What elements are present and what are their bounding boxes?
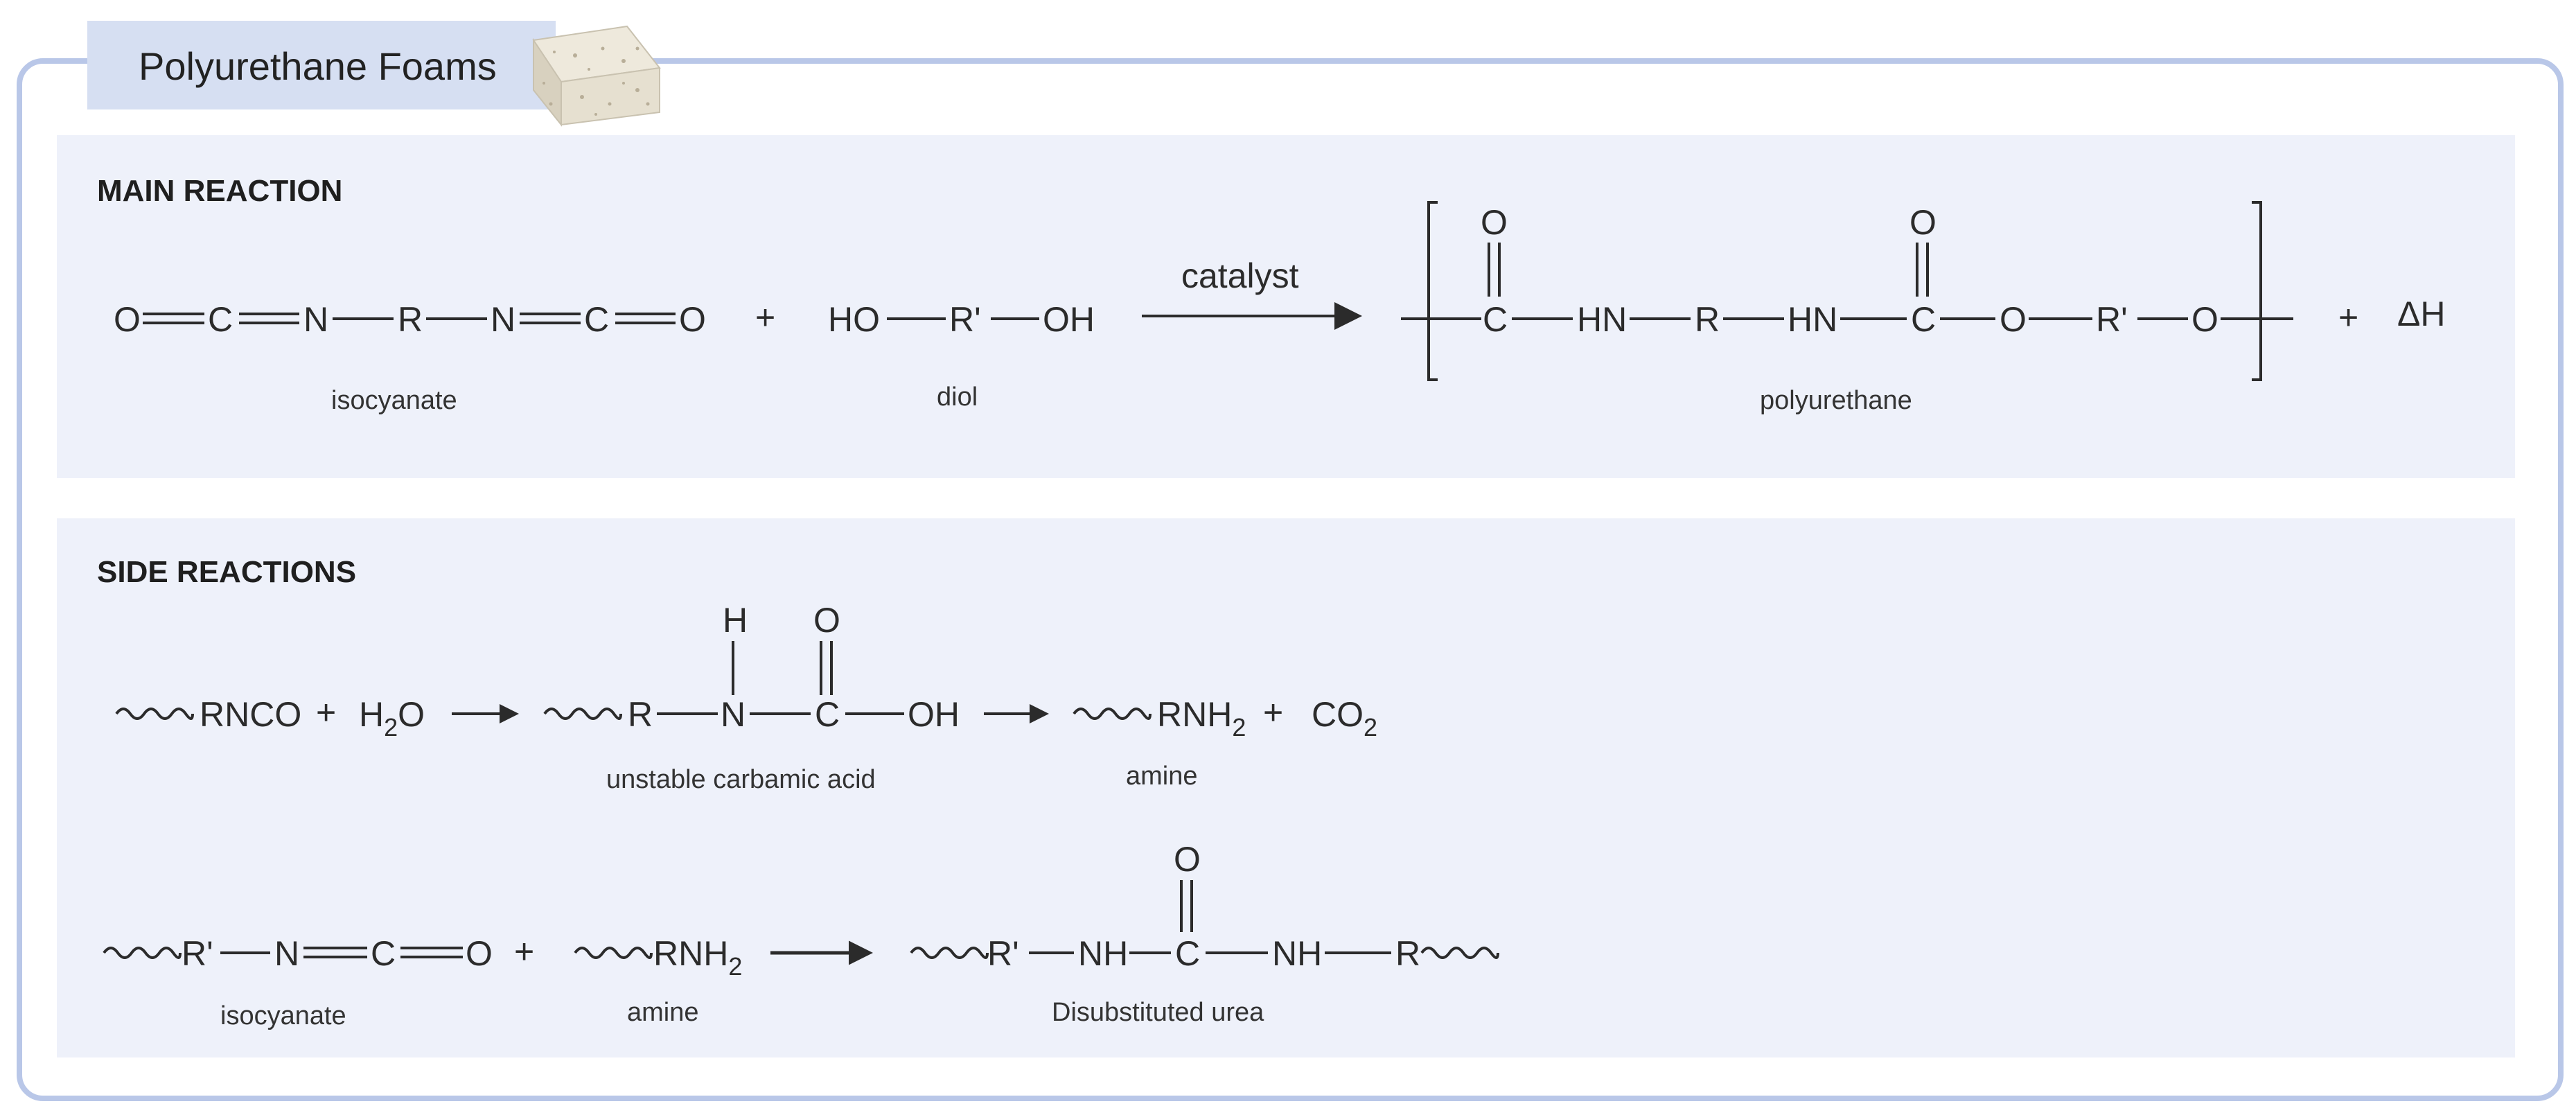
water: H2O: [359, 695, 425, 741]
enthalpy-term: ΔH: [2397, 295, 2446, 333]
atom: OH: [1043, 300, 1095, 339]
atom: O: [1174, 840, 1201, 879]
plus-sign: +: [2338, 298, 2358, 337]
atom: C: [371, 934, 396, 973]
polyurethane-structure: C O HN R HN C O O R' O: [1401, 201, 2293, 381]
carbamic-acid-label: unstable carbamic acid: [606, 765, 876, 794]
title-tab: [87, 21, 556, 109]
atom: R: [1395, 934, 1420, 973]
atom: R': [182, 934, 213, 973]
atom: O: [813, 601, 840, 640]
atom: H: [723, 601, 748, 640]
isocyanate-structure: O C N R N C O: [114, 300, 706, 339]
urea-label: Disubstituted urea: [1052, 998, 1264, 1027]
amine-label: amine: [1126, 762, 1198, 791]
atom: O: [679, 300, 706, 339]
polymer-chain-wavy: [1420, 947, 1499, 959]
carbon-dioxide: CO2: [1312, 695, 1377, 741]
atom: HN: [1788, 300, 1837, 339]
atom: R: [1695, 300, 1720, 339]
atom: O: [1909, 203, 1937, 242]
diol-structure: HO R' OH: [828, 300, 1095, 339]
atom: HO: [828, 300, 880, 339]
side-reactions-heading: SIDE REACTIONS: [97, 555, 356, 589]
atom: R': [949, 300, 981, 339]
side-reaction-1: RNCO + H2O R N H C O OH unstable carbami…: [115, 601, 1377, 794]
page-title: Polyurethane Foams: [139, 44, 497, 88]
polymer-chain-wavy: [103, 947, 182, 959]
atom: R: [628, 695, 653, 734]
atom: R': [2096, 300, 2128, 339]
polymer-chain-wavy: [574, 947, 653, 959]
atom: R': [987, 934, 1019, 973]
atom: C: [815, 695, 840, 734]
atom: OH: [908, 695, 960, 734]
atom: C: [584, 300, 609, 339]
isocyanate-label-2: isocyanate: [220, 1001, 346, 1030]
polyurethane-label: polyurethane: [1760, 386, 1912, 415]
atom: R: [398, 300, 423, 339]
isocyanate-label: isocyanate: [331, 386, 457, 415]
foam-block-icon: [532, 25, 661, 127]
plus-sign: +: [755, 298, 775, 337]
atom: N: [491, 300, 515, 339]
amine-label-2: amine: [627, 998, 699, 1027]
side-reaction-2: R' N C O isocyanate + RNH2 amine R' NH C…: [103, 840, 1499, 1030]
isocyanate-group: RNCO: [200, 695, 301, 734]
atom: O: [466, 934, 493, 973]
atom: C: [1483, 300, 1508, 339]
atom: O: [1481, 203, 1508, 242]
atom: HN: [1577, 300, 1627, 339]
polymer-chain-wavy: [543, 708, 622, 720]
plus-sign: +: [1263, 693, 1283, 732]
amine: RNH2: [1157, 695, 1246, 741]
catalyst-label: catalyst: [1181, 256, 1299, 295]
main-reaction-heading: MAIN REACTION: [97, 174, 342, 208]
plus-sign: +: [514, 932, 534, 971]
atom: NH: [1272, 934, 1322, 973]
polymer-chain-wavy: [115, 708, 194, 720]
polymer-chain-wavy: [1073, 708, 1152, 720]
atom: C: [1911, 300, 1936, 339]
atom: O: [2000, 300, 2027, 339]
plus-sign: +: [316, 693, 336, 732]
atom: O: [2191, 300, 2218, 339]
diol-label: diol: [937, 383, 978, 412]
main-reaction-panel: [57, 135, 2515, 478]
atom: N: [721, 695, 746, 734]
polymer-chain-wavy: [910, 947, 989, 959]
atom: NH: [1078, 934, 1128, 973]
atom: C: [208, 300, 233, 339]
side-reactions-panel: [57, 518, 2515, 1057]
atom: O: [114, 300, 141, 339]
amine-2: RNH2: [653, 934, 742, 981]
atom: N: [303, 300, 328, 339]
atom: N: [274, 934, 299, 973]
atom: C: [1175, 934, 1200, 973]
